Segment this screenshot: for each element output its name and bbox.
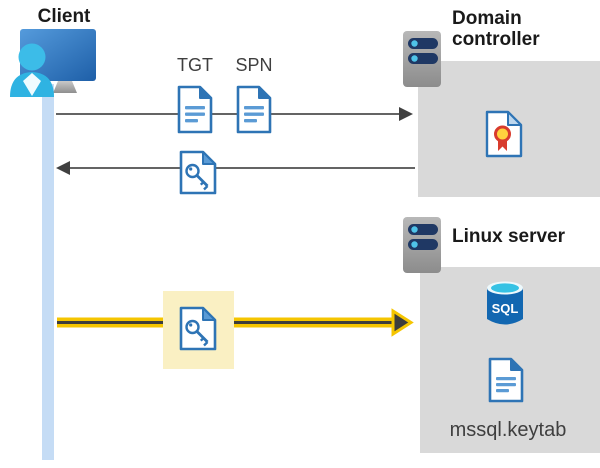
client-title: Client bbox=[37, 6, 91, 27]
keytab-document-icon bbox=[487, 356, 525, 404]
client-computer-user-icon bbox=[6, 27, 104, 99]
highlighted-key-document-icon bbox=[178, 305, 218, 352]
tgt-document-icon bbox=[176, 84, 214, 135]
sql-auth-arrow bbox=[57, 306, 415, 339]
ticket-response-arrow-line bbox=[68, 167, 415, 169]
client-lifeline bbox=[42, 84, 54, 460]
key-document-icon bbox=[178, 149, 218, 196]
keytab-filename-label: mssql.keytab bbox=[449, 419, 567, 441]
ticket-response-arrowhead-icon bbox=[56, 161, 70, 175]
linux-server-title: Linux server bbox=[452, 226, 565, 247]
sql-database-icon: SQL bbox=[485, 280, 525, 328]
sql-badge-text: SQL bbox=[492, 301, 519, 316]
linux-server-icon bbox=[402, 216, 442, 274]
tgt-request-arrow-line bbox=[56, 113, 401, 115]
domain-controller-server-icon bbox=[402, 30, 442, 88]
domain-controller-title: Domain controller bbox=[452, 8, 540, 50]
spn-document-icon bbox=[235, 84, 273, 135]
spn-label: SPN bbox=[235, 55, 273, 75]
certificate-icon bbox=[485, 110, 523, 158]
tgt-request-arrowhead-icon bbox=[399, 107, 413, 121]
tgt-label: TGT bbox=[177, 55, 213, 75]
